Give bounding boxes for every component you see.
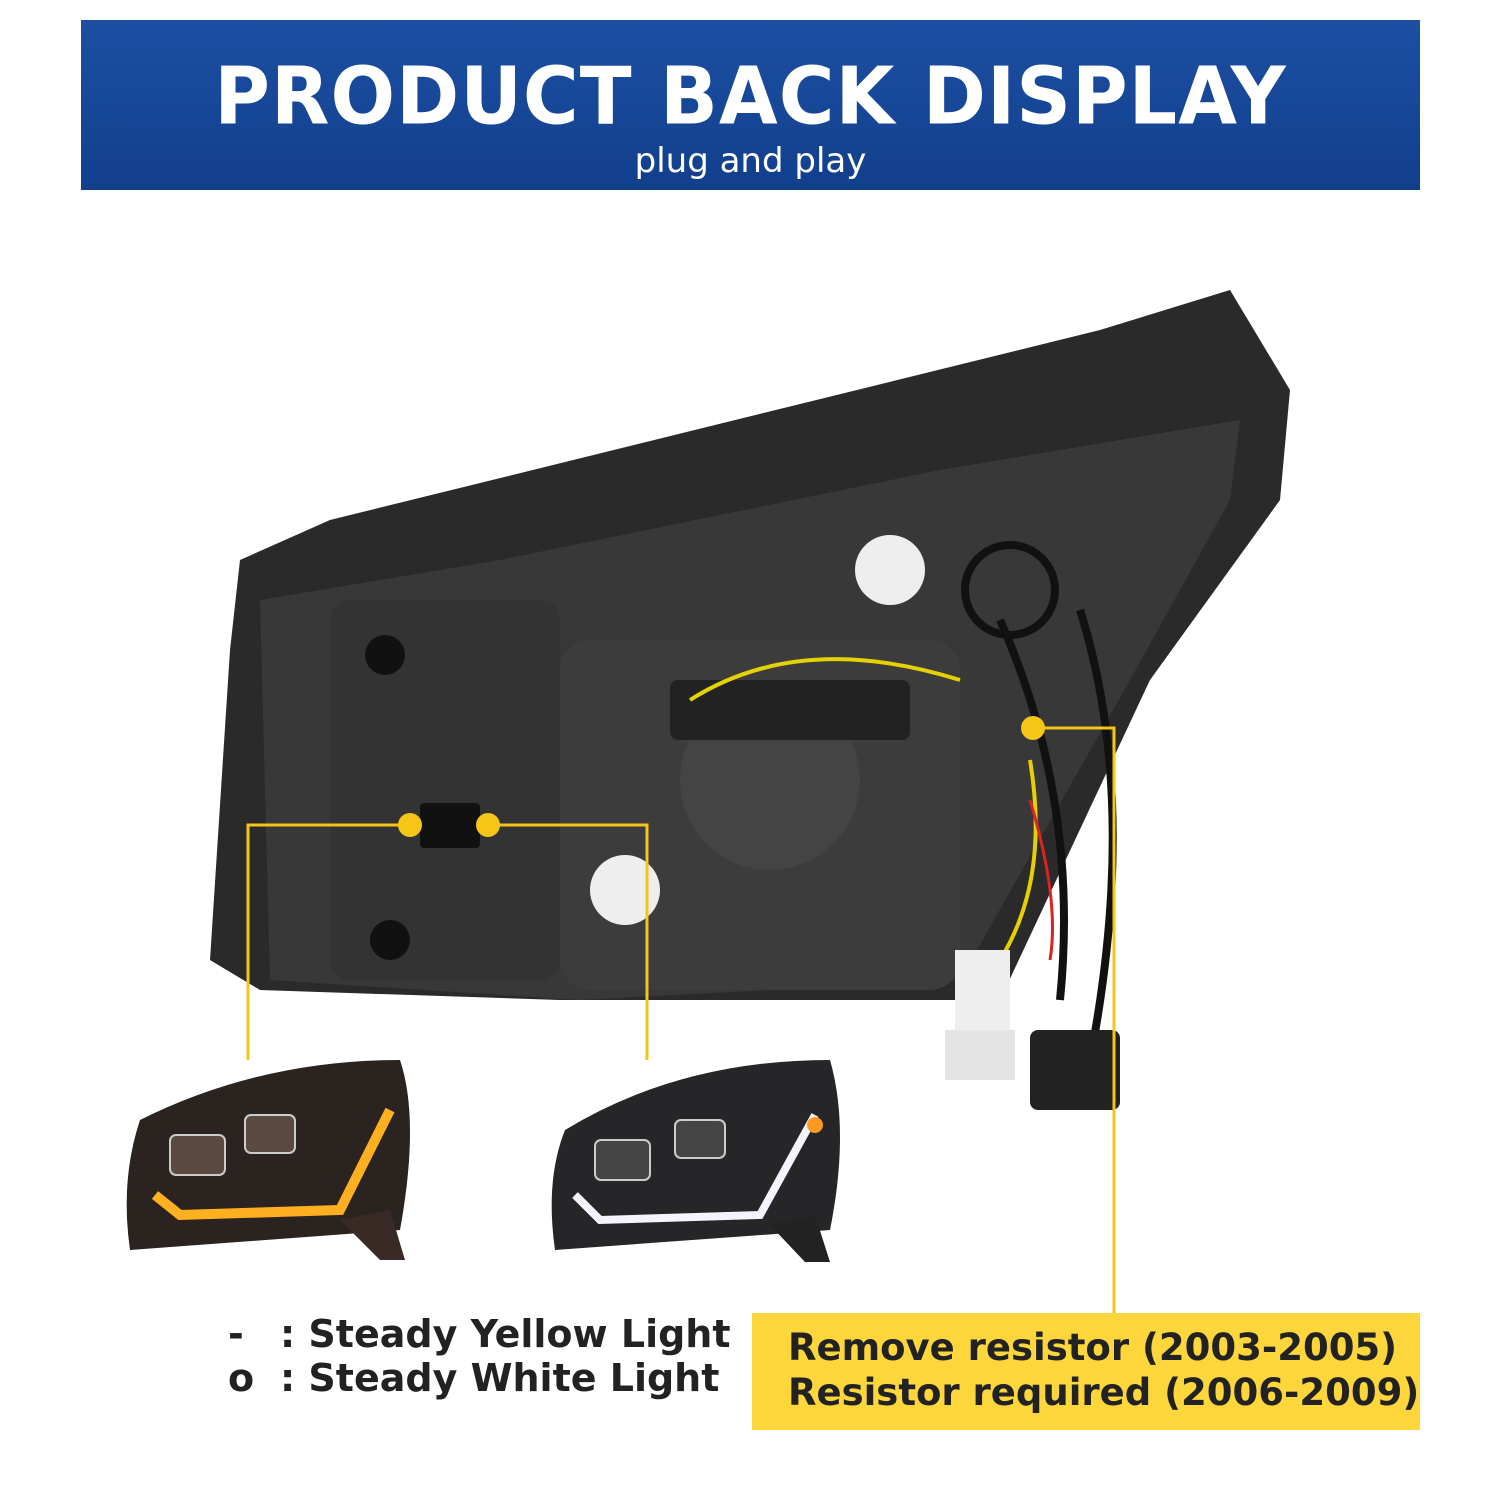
callout-lines <box>246 726 1116 1313</box>
headlight-white-mode-image <box>551 1060 840 1262</box>
resistor-note-line-1: Remove resistor (2003-2005) <box>788 1326 1398 1369</box>
legend-label: : Steady White Light <box>280 1356 720 1400</box>
callout-dot-yellow <box>398 813 422 837</box>
legend-label: : Steady Yellow Light <box>280 1312 731 1356</box>
callout-dot-white <box>476 813 500 837</box>
header-banner: PRODUCT BACK DISPLAY plug and play <box>81 20 1420 190</box>
resistor-note-line-2: Resistor required (2006-2009) <box>788 1371 1420 1414</box>
legend-symbol: o <box>228 1356 255 1400</box>
legend-item-white: o : Steady White Light <box>228 1356 731 1400</box>
resistor-note: Remove resistor (2003-2005) Resistor req… <box>752 1313 1420 1430</box>
light-switch <box>420 803 480 848</box>
headlight-yellow-mode-image <box>126 1060 411 1260</box>
legend-item-yellow: -: Steady Yellow Light <box>228 1312 731 1356</box>
page-subtitle: plug and play <box>634 141 867 181</box>
callout-dot-resistor <box>1021 716 1045 740</box>
light-mode-legend: -: Steady Yellow Light o : Steady White L… <box>228 1312 731 1400</box>
headlight-back-image <box>210 290 1290 1110</box>
legend-symbol: - <box>228 1312 244 1356</box>
page-title: PRODUCT BACK DISPLAY <box>214 48 1287 143</box>
